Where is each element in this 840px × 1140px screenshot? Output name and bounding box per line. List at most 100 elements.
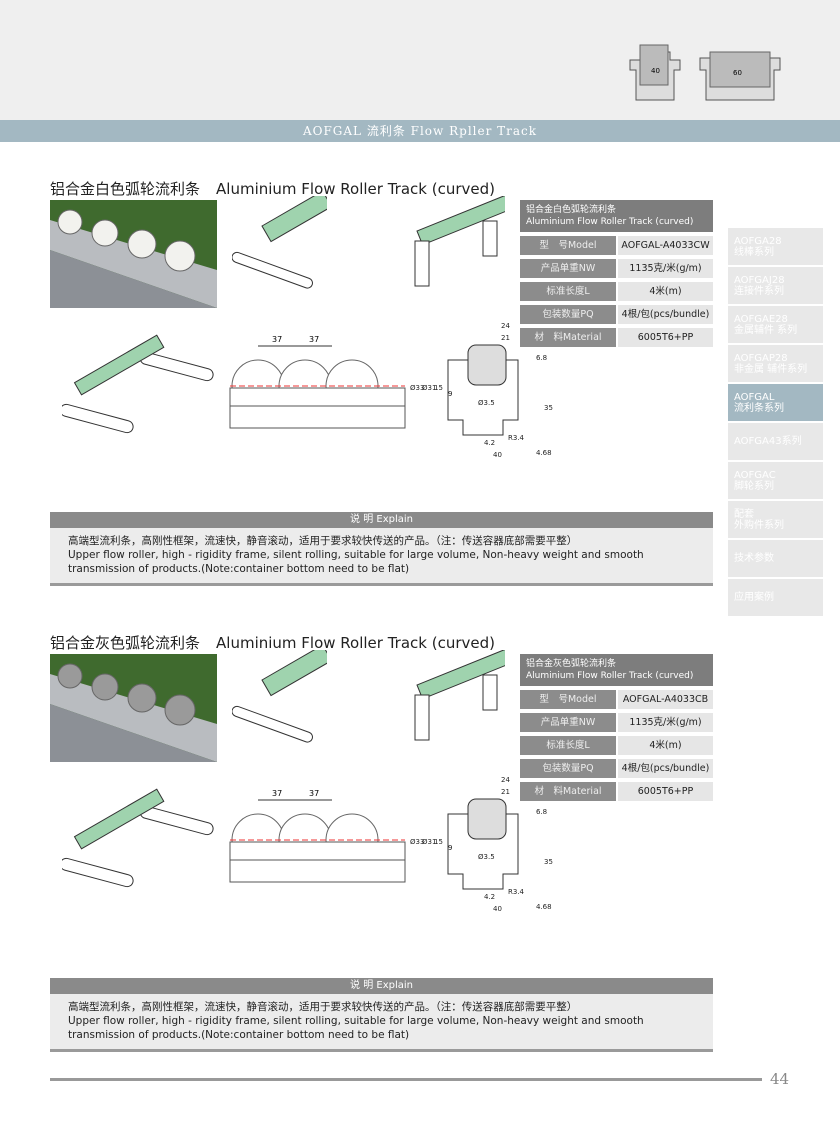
dim: 35: [544, 858, 553, 866]
sidebar-item-label: AOFGAE28: [734, 313, 788, 325]
dim: Ø31: [422, 384, 436, 392]
spec-value: 1135克/米(g/m): [618, 713, 713, 732]
spec-value: 4米(m): [618, 282, 713, 301]
dim: Ø33: [410, 838, 424, 846]
dim-pitch: 37: [272, 335, 282, 344]
product-section: 铝合金白色弧轮流利条 Aluminium Flow Roller Track (c…: [0, 178, 840, 638]
dim: R3.4: [508, 434, 525, 442]
sidebar-item-label: 线棒系列: [734, 246, 774, 258]
dim: Ø3.5: [478, 853, 495, 861]
sidebar-item[interactable]: 配套外购件系列: [728, 501, 823, 538]
track-assembly-drawing: [62, 334, 214, 434]
cross-section-drawing: 24 21 6.8 Ø33 Ø31 15 9 Ø3.5 35 4.2 R3.4 …: [410, 322, 553, 459]
explain-cn: 高端型流利条，高刚性框架，流速快，静音滚动，适用于要求较快传送的产品。（注：传送…: [68, 1001, 578, 1013]
dim: 40: [493, 905, 502, 913]
explain-en: Upper flow roller, high - rigidity frame…: [68, 549, 644, 575]
sidebar-item-label: AOFGA28: [734, 235, 782, 247]
dim: R3.4: [508, 888, 525, 896]
dim: 15: [434, 384, 443, 392]
spec-key: 包装数量PQ: [520, 759, 616, 778]
sidebar-item-label: AOFGAJ28: [734, 274, 785, 286]
side-view-drawing: 37 37: [229, 789, 406, 883]
dim: 9: [448, 844, 452, 852]
track-assembly-drawing: [62, 788, 214, 888]
spec-table: 铝合金白色弧轮流利条 Aluminium Flow Roller Track (c…: [520, 200, 713, 347]
explain-body: 高端型流利条，高刚性框架，流速快，静音滚动，适用于要求较快传送的产品。（注：传送…: [50, 528, 713, 586]
explain-header: 说 明 Explain: [50, 978, 713, 994]
profile-label: 40: [651, 67, 660, 75]
sidebar-item[interactable]: 应用案例: [728, 579, 823, 616]
spec-value: 4根/包(pcs/bundle): [618, 759, 713, 778]
profile-60-icon: 60: [699, 51, 781, 101]
dim: Ø33: [410, 384, 424, 392]
sidebar-item-label: 非金属 辅件系列: [734, 363, 808, 375]
spec-key: 材 料Material: [520, 782, 616, 801]
sidebar-item-label: 金属辅件 系列: [734, 324, 798, 336]
cross-section-drawing: 24 21 6.8 Ø33 Ø31 15 9 Ø3.5 35 4.2 R3.4 …: [410, 776, 553, 913]
dim: 35: [544, 404, 553, 412]
dim: 24: [501, 322, 510, 330]
profile-label: 60: [733, 69, 742, 77]
spec-key: 型 号Model: [520, 690, 616, 709]
explain-en: Upper flow roller, high - rigidity frame…: [68, 1015, 644, 1041]
page-number: 44: [770, 1070, 790, 1088]
track-drawing-angled: [232, 650, 327, 743]
side-view-drawing: 37 37: [229, 335, 406, 429]
spec-value: AOFGAL-A4033CW: [618, 236, 713, 255]
sidebar-item-label: 技术参数: [734, 553, 774, 564]
title-en: Aluminium Flow Roller Track (curved): [216, 634, 495, 652]
sidebar-item-label: 配套: [734, 508, 754, 520]
product-photo: [50, 200, 217, 308]
spec-key: 包装数量PQ: [520, 305, 616, 324]
spec-key: 型 号Model: [520, 236, 616, 255]
explain-box: 说 明 Explain 高端型流利条，高刚性框架，流速快，静音滚动，适用于要求较…: [50, 978, 713, 1052]
spec-header: 铝合金白色弧轮流利条 Aluminium Flow Roller Track (c…: [520, 200, 713, 232]
explain-header: 说 明 Explain: [50, 512, 713, 528]
dim: 4.68: [536, 449, 552, 457]
dim: 21: [501, 334, 510, 342]
track-drawing-legs: [414, 196, 505, 287]
sidebar-item-label: 流利条系列: [734, 402, 784, 414]
sidebar-item-label: 外购件系列: [734, 519, 784, 531]
sidebar-item[interactable]: 技术参数: [728, 540, 823, 577]
footer-divider: [50, 1078, 762, 1081]
track-drawing-angled: [232, 196, 327, 289]
sidebar-item[interactable]: AOFGA43系列: [728, 423, 823, 460]
spec-value: 4米(m): [618, 736, 713, 755]
spec-header-en: Aluminium Flow Roller Track (curved): [526, 217, 694, 227]
sidebar-item-label: AOFGAP28: [734, 352, 788, 364]
profile-40-icon: 40: [629, 44, 681, 101]
dim: 15: [434, 838, 443, 846]
spec-key: 产品单重NW: [520, 259, 616, 278]
dim: 9: [448, 390, 452, 398]
title-cn: 铝合金灰色弧轮流利条: [50, 634, 201, 652]
spec-header-cn: 铝合金白色弧轮流利条: [526, 205, 617, 215]
spec-key: 标准长度L: [520, 282, 616, 301]
spec-header-cn: 铝合金灰色弧轮流利条: [526, 659, 617, 669]
dim: 4.2: [484, 893, 495, 901]
spec-value: 4根/包(pcs/bundle): [618, 305, 713, 324]
dim: Ø3.5: [478, 399, 495, 407]
title-en: Aluminium Flow Roller Track (curved): [216, 180, 495, 198]
product-section: 铝合金灰色弧轮流利条 Aluminium Flow Roller Track (c…: [0, 632, 840, 1092]
header-band: 40 60: [0, 0, 840, 120]
spec-key: 材 料Material: [520, 328, 616, 347]
dim: 4.2: [484, 439, 495, 447]
dim-pitch: 37: [272, 789, 282, 798]
